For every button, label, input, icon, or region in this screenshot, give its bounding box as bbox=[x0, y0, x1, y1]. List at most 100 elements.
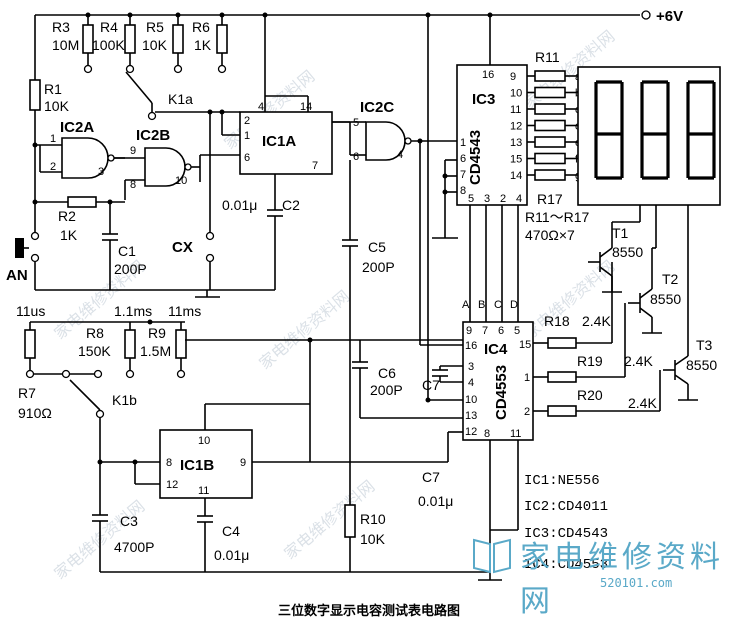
svg-text:16: 16 bbox=[482, 69, 494, 81]
segment-resistors: 9a10b11c12d13e15f14g bbox=[510, 70, 582, 182]
ic3-seg-pin: 10 bbox=[510, 88, 522, 100]
svg-text:CD4543: CD4543 bbox=[467, 130, 484, 185]
svg-text:R18: R18 bbox=[544, 313, 570, 329]
svg-text:150K: 150K bbox=[78, 343, 111, 359]
svg-text:IC1B: IC1B bbox=[180, 457, 214, 474]
svg-text:5: 5 bbox=[353, 117, 359, 129]
svg-text:K1a: K1a bbox=[168, 91, 193, 107]
display-digit bbox=[686, 80, 716, 180]
svg-text:5: 5 bbox=[468, 193, 474, 205]
svg-text:CD4553: CD4553 bbox=[493, 365, 510, 420]
resistor-r7: R7 910Ω bbox=[18, 321, 185, 421]
svg-text:4: 4 bbox=[468, 377, 474, 389]
t2-value: 8550 bbox=[650, 291, 681, 307]
svg-text:11ms: 11ms bbox=[168, 303, 201, 319]
svg-text:IC1:NE556: IC1:NE556 bbox=[524, 473, 600, 489]
svg-text:9: 9 bbox=[466, 325, 472, 337]
svg-text:R8: R8 bbox=[86, 325, 104, 341]
svg-text:7: 7 bbox=[482, 325, 488, 337]
svg-text:10: 10 bbox=[465, 394, 477, 406]
segment-resistor: 10b bbox=[510, 86, 581, 100]
svg-text:4: 4 bbox=[258, 101, 264, 113]
svg-text:B: B bbox=[478, 299, 485, 311]
svg-text:R4: R4 bbox=[100, 19, 118, 35]
r11-label: R11 bbox=[535, 49, 560, 65]
svg-text:C3: C3 bbox=[120, 513, 138, 529]
svg-text:3: 3 bbox=[484, 193, 490, 205]
t3-value: 8550 bbox=[686, 357, 717, 373]
svg-text:11us: 11us bbox=[16, 303, 45, 319]
svg-text:10M: 10M bbox=[52, 37, 79, 53]
svg-text:6: 6 bbox=[498, 325, 504, 337]
capacitor-c2: 0.01μ C2 bbox=[222, 197, 300, 290]
svg-text:2: 2 bbox=[500, 193, 506, 205]
svg-text:15: 15 bbox=[519, 339, 531, 351]
bcd-labels: A B C D bbox=[462, 299, 518, 311]
svg-text:910Ω: 910Ω bbox=[18, 405, 52, 421]
ic3-seg-pin: 13 bbox=[510, 137, 522, 149]
resistor-r8: R8 150K bbox=[78, 322, 136, 379]
svg-text:R7: R7 bbox=[18, 385, 36, 401]
svg-text:C6: C6 bbox=[378, 365, 396, 381]
segment-resistor: 13e bbox=[510, 136, 581, 149]
ic3-seg-pin: 15 bbox=[510, 154, 522, 166]
ic-ic1b: IC1B 10 8 12 9 11 bbox=[159, 429, 253, 499]
svg-text:A: A bbox=[462, 299, 470, 311]
svg-text:7: 7 bbox=[460, 169, 466, 181]
svg-text:R9: R9 bbox=[148, 325, 166, 341]
svg-text:2.4K: 2.4K bbox=[628, 395, 657, 411]
svg-text:200P: 200P bbox=[370, 382, 403, 398]
svg-text:4: 4 bbox=[516, 193, 522, 205]
svg-text:8: 8 bbox=[484, 428, 490, 440]
svg-text:C: C bbox=[494, 299, 502, 311]
svg-text:0.01μ: 0.01μ bbox=[222, 197, 257, 213]
ic-ic4: IC4 CD4553 9 7 6 5 16 3 4 10 13 12 8 11 … bbox=[462, 321, 534, 441]
resistor-r9: R91.5M bbox=[140, 322, 187, 379]
svg-text:3: 3 bbox=[468, 361, 474, 373]
svg-text:IC4: IC4 bbox=[484, 341, 508, 358]
svg-text:D: D bbox=[510, 299, 518, 311]
svg-text:1: 1 bbox=[460, 137, 466, 149]
display-digit bbox=[640, 80, 670, 180]
svg-text:9: 9 bbox=[240, 457, 246, 469]
svg-text:C7: C7 bbox=[422, 377, 440, 393]
watermark: 家电维修资料网 bbox=[255, 287, 353, 374]
svg-text:8: 8 bbox=[166, 457, 172, 469]
capacitor-c4: C40.01μ bbox=[197, 515, 249, 572]
svg-text:K1b: K1b bbox=[112, 392, 137, 408]
transistors bbox=[588, 205, 698, 401]
book-icon bbox=[473, 538, 511, 574]
supply-label: +6V bbox=[656, 8, 683, 25]
resistor-r4: R4 100K bbox=[92, 15, 136, 74]
ic3-seg-pin: 12 bbox=[510, 121, 522, 133]
parts-list: IC1:NE556 IC2:CD4011 IC3:CD4543 IC4:CD45… bbox=[524, 473, 608, 573]
svg-text:R10: R10 bbox=[360, 511, 386, 527]
svg-text:IC2B: IC2B bbox=[136, 127, 170, 144]
svg-text:5: 5 bbox=[514, 325, 520, 337]
svg-text:10: 10 bbox=[175, 175, 187, 187]
r11-r17-value: 470Ω×7 bbox=[525, 227, 575, 243]
svg-text:2.4K: 2.4K bbox=[624, 353, 653, 369]
r11-r17-label: R11～R17 bbox=[525, 209, 590, 225]
switch-k1a: K1a bbox=[125, 71, 210, 121]
svg-text:200P: 200P bbox=[362, 259, 395, 275]
svg-text:R5: R5 bbox=[146, 19, 164, 35]
svg-text:C2: C2 bbox=[282, 197, 300, 213]
svg-text:7: 7 bbox=[312, 160, 318, 172]
svg-text:100K: 100K bbox=[92, 37, 125, 53]
svg-text:1K: 1K bbox=[194, 37, 212, 53]
ic-ic3: IC3 CD4543 16 1 6 7 8 5 3 2 4 bbox=[456, 64, 528, 206]
svg-text:CX: CX bbox=[172, 239, 193, 256]
supply-terminal bbox=[641, 10, 651, 20]
segment-resistor: 12d bbox=[510, 119, 581, 133]
svg-text:1.1ms: 1.1ms bbox=[114, 303, 152, 319]
svg-text:11: 11 bbox=[198, 485, 209, 497]
svg-text:IC4:CD4553: IC4:CD4553 bbox=[524, 557, 608, 573]
